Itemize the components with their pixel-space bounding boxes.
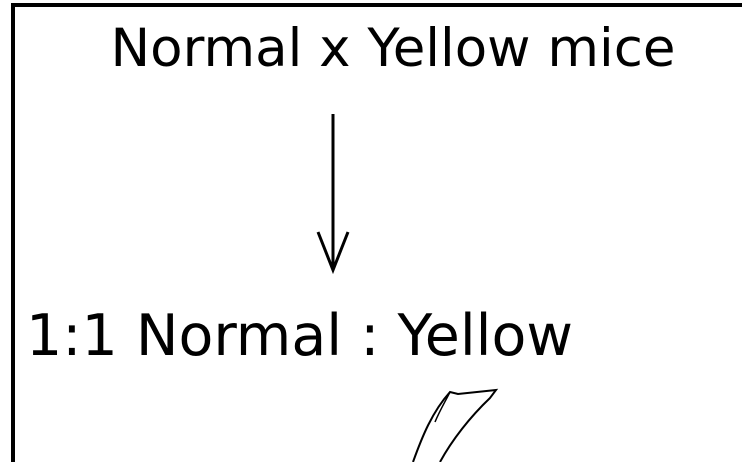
cross-label: Normal x Yellow mice <box>110 18 676 79</box>
result-ratio-label: 1:1 Normal : Yellow <box>26 303 574 369</box>
down-arrow-icon <box>316 114 350 275</box>
slide-frame <box>11 3 742 462</box>
partial-mouse-sketch-icon <box>412 388 499 462</box>
